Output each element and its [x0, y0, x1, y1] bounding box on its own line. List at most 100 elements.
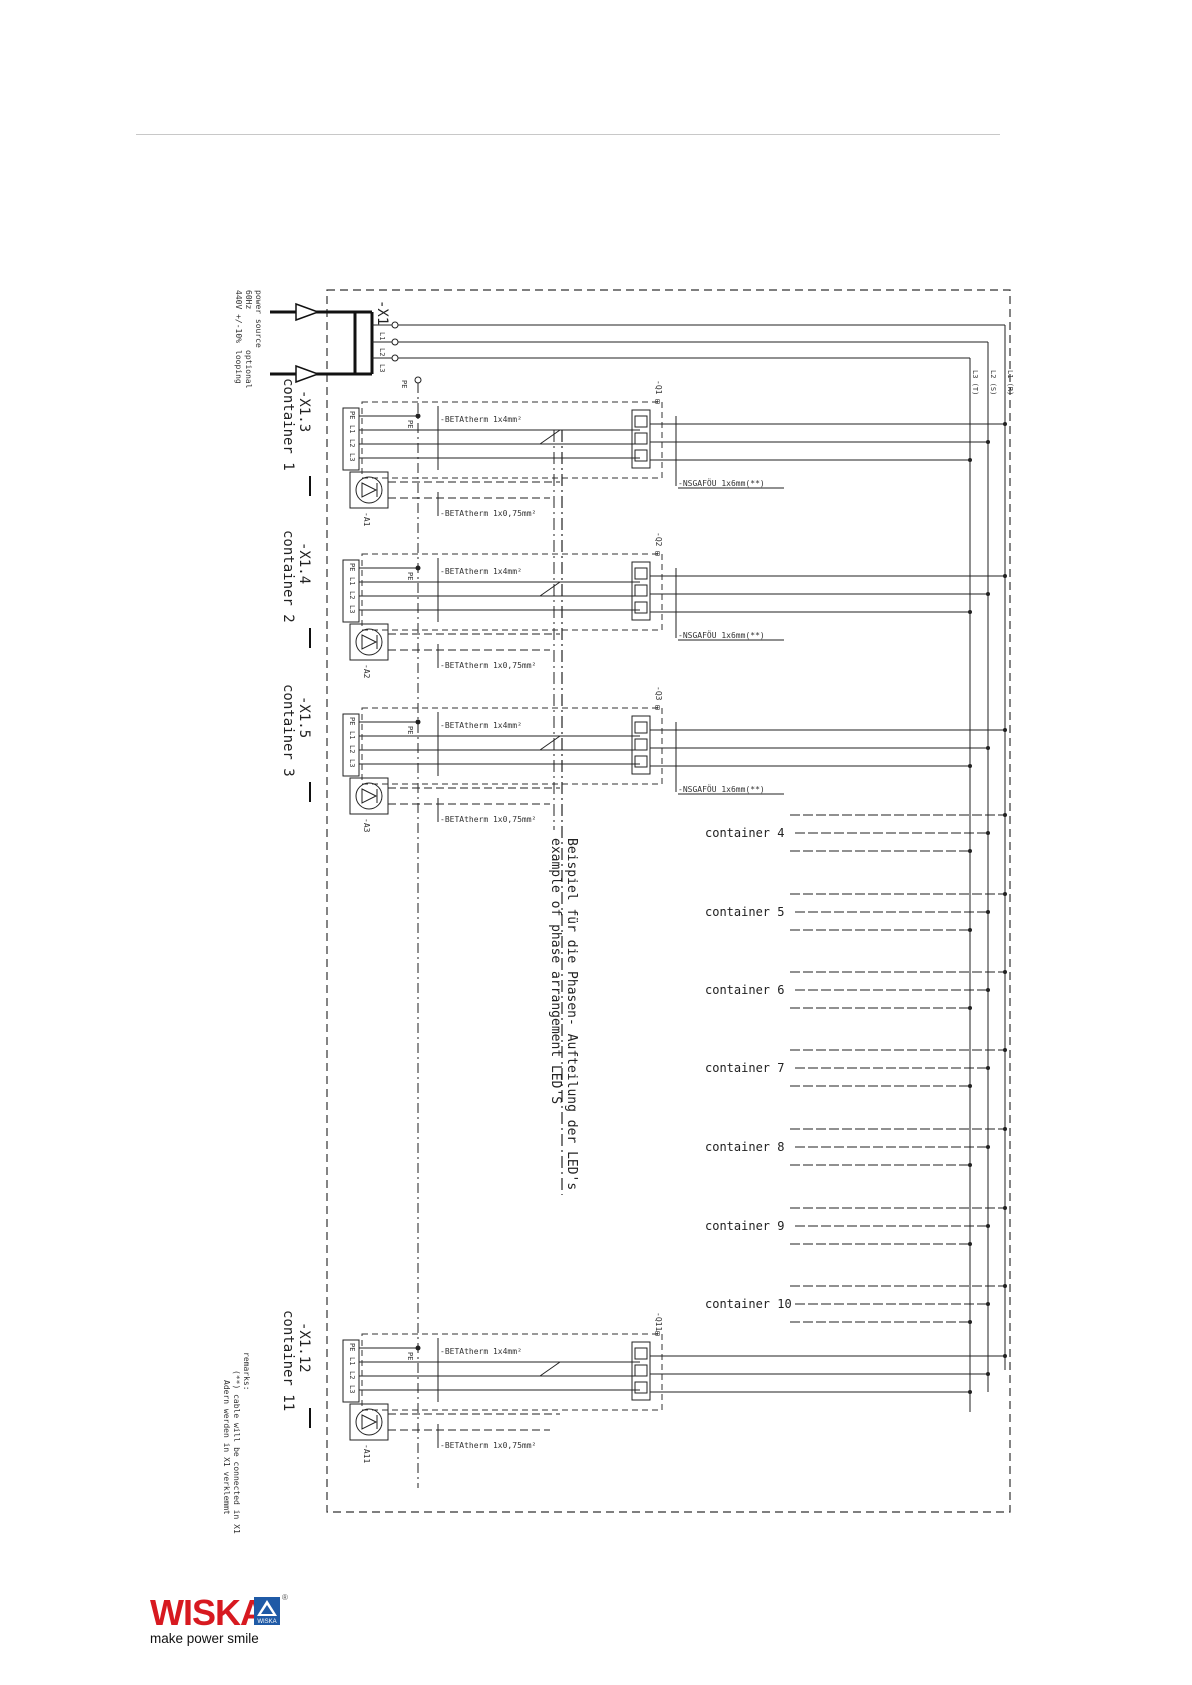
breaker-box: [631, 1341, 651, 1401]
breaker-label: -Q1: [654, 380, 663, 395]
remarks-line-1: (**) cable will be connected in X1: [232, 1370, 241, 1534]
container-stub: container 9: [705, 1206, 1007, 1246]
x1-terminal: [372, 321, 1006, 1488]
led-module: [349, 623, 389, 661]
power-note-1: 440V +/-10%: [234, 290, 243, 343]
strip-pin-label: L1: [348, 731, 356, 739]
bus-node: [986, 1302, 990, 1306]
terminal-strip: [342, 407, 360, 471]
breaker-label: -Q3: [654, 686, 663, 701]
led-label: -A11: [362, 1444, 371, 1463]
led-module: [349, 1403, 389, 1441]
bus-node: [986, 746, 990, 750]
cable-feed-label: -NSGAFÖU 1x6mm(**): [678, 630, 765, 640]
pe-label: PE: [406, 1352, 414, 1360]
x1-pin-l2: L2: [378, 348, 386, 356]
phase-jumper: [539, 1361, 561, 1377]
pe-label: PE: [406, 572, 414, 580]
bus-node: [1003, 892, 1007, 896]
container-stub: container 5: [705, 892, 1007, 932]
container-stub: container 7: [705, 1048, 1007, 1088]
pe-node: [415, 413, 421, 419]
phase-note-de: Beispiel für die Phasen- Aufteilung der …: [564, 838, 579, 1190]
supply-feed: [270, 302, 374, 384]
cable-led-label: -BETAtherm 1x0,75mm²: [440, 661, 536, 670]
row-dashed-box: [361, 553, 663, 631]
bus-node: [968, 1320, 972, 1324]
strip-label: -X1.12: [296, 1322, 312, 1373]
power-note-group: 440V +/-10% 60Hz power source looping op…: [222, 290, 1014, 1534]
led-circle: [355, 476, 383, 504]
strip-pin-label: PE: [348, 717, 356, 725]
logo-registered: ®: [282, 1593, 288, 1602]
pe-label: PE: [406, 420, 414, 428]
strip-pin-label: L2: [348, 439, 356, 447]
bus-node: [1003, 813, 1007, 817]
bus-node: [986, 1066, 990, 1070]
cable-pe-label: -BETAtherm 1x4mm²: [440, 567, 522, 576]
bus-node: [968, 1006, 972, 1010]
strip-pin-label: L1: [348, 425, 356, 433]
remarks-title: remarks:: [242, 1352, 251, 1391]
bus-node: [1003, 728, 1007, 732]
strip-pin-label: L2: [348, 591, 356, 599]
breaker-pole: [634, 738, 648, 751]
logo-tagline: make power smile: [150, 1631, 259, 1646]
bus-node: [968, 928, 972, 932]
container-label: container 1: [280, 378, 296, 471]
pe-node: [415, 1345, 421, 1351]
strip-pin-label: PE: [348, 411, 356, 419]
looping-note-1: looping: [234, 350, 243, 384]
bus-l3: L3 (T): [971, 370, 979, 395]
container-stub: container 8: [705, 1127, 1007, 1167]
led-circle: [355, 1408, 383, 1436]
breaker-pole: [634, 415, 648, 428]
enclosure-frame: [326, 289, 1011, 1513]
cable-led-label: -BETAtherm 1x0,75mm²: [440, 1441, 536, 1450]
breaker-pole: [634, 1364, 648, 1377]
breaker-pole: [634, 721, 648, 734]
bus-l1: L1 (R): [1006, 370, 1014, 395]
container-stub: container 4: [705, 813, 1007, 853]
terminal-strip: [342, 559, 360, 623]
container-stub-label: container 5: [705, 905, 784, 919]
container-label: container 3: [280, 684, 296, 777]
led-module: [349, 471, 389, 509]
bus-node: [968, 1163, 972, 1167]
breaker-symbol: ⊞: [655, 549, 660, 558]
breaker-pole: [634, 449, 648, 462]
breaker-pole: [634, 584, 648, 597]
row-dashed-box: [361, 401, 663, 479]
container-label: container 2: [280, 530, 296, 623]
wiska-logo: WISKA WISKA ® make power smile: [150, 1593, 290, 1673]
power-note-3: power source: [254, 290, 263, 348]
bus-node: [986, 831, 990, 835]
strip-pin-label: L1: [348, 1357, 356, 1365]
strip-pin-label: L1: [348, 577, 356, 585]
bus-node: [968, 764, 972, 768]
led-label: -A3: [362, 818, 371, 833]
bus-node: [968, 1242, 972, 1246]
strip-pin-label: L3: [348, 453, 356, 461]
bus-l2: L2 (S): [989, 370, 997, 395]
breaker-symbol: ⊞: [655, 397, 660, 406]
pe-label: PE: [406, 726, 414, 734]
cable-pe-label: -BETAtherm 1x4mm²: [440, 721, 522, 730]
bus-node: [968, 1390, 972, 1394]
logo-badge-icon: WISKA: [254, 1597, 280, 1625]
bus-node: [1003, 422, 1007, 426]
bus-node: [986, 1145, 990, 1149]
cable-feed-label: -NSGAFÖU 1x6mm(**): [678, 478, 765, 488]
container-stub: container 10: [705, 1284, 1007, 1324]
container-stub-label: container 7: [705, 1061, 784, 1075]
breaker-pole: [634, 601, 648, 614]
bus-node: [986, 1224, 990, 1228]
bus-node: [986, 1372, 990, 1376]
breaker-label: -Q2: [654, 532, 663, 547]
led-label: -A1: [362, 512, 371, 527]
diode-icon: [361, 482, 378, 498]
